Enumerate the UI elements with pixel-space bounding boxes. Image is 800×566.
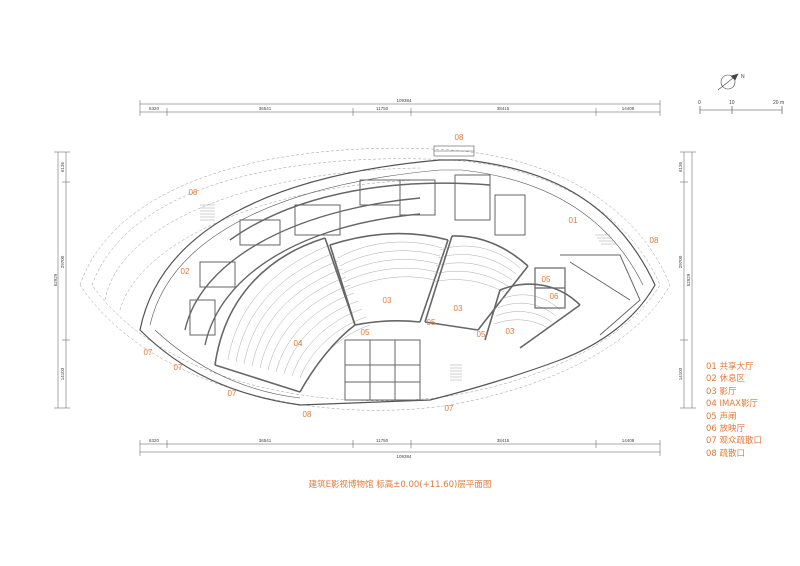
bottom-dimension-chain: [139, 440, 661, 456]
label-exit-3: 07: [228, 389, 237, 398]
scale-end: 20 m: [773, 100, 784, 106]
bottom-total-dimension: 109384: [396, 454, 412, 459]
label-lock-c: 05: [477, 330, 486, 339]
label-hall: 01: [569, 216, 578, 225]
label-lounge: 02: [181, 267, 190, 276]
stair-icon: [200, 204, 616, 381]
label-projection: 06: [550, 292, 559, 301]
imax-hall-seating: [227, 244, 371, 381]
scale-zero: 0: [698, 100, 701, 106]
cinema-b-seating: [431, 245, 521, 293]
right-dimension-2: 29700: [678, 255, 683, 268]
left-dimension-1: 6136: [60, 161, 65, 172]
bottom-dimension-3: 11750: [376, 438, 389, 443]
left-dimension-chain: [54, 151, 70, 409]
north-label: N: [741, 74, 745, 80]
label-exit-4: 07: [445, 404, 454, 413]
label-entrance-bottom: 08: [303, 410, 312, 419]
legend-item-08: 08 疏散口: [706, 448, 746, 459]
cinema-c-walls: [484, 283, 581, 349]
left-dimension-3: 14103: [60, 367, 65, 380]
legend-item-02: 02 休息区: [706, 374, 746, 385]
label-cinema-a: 03: [383, 296, 392, 305]
label-lock-a: 05: [361, 328, 370, 337]
scale-mid: 10: [729, 100, 735, 106]
top-dimension-2: 36541: [259, 106, 272, 111]
cinema-a-walls: [329, 232, 449, 326]
left-total-dimension: 52929: [53, 273, 58, 286]
right-dimension-1: 6136: [678, 161, 683, 172]
legend: 01 共享大厅 02 休息区 03 影厅 04 IMAX影厅 05 声闸 06 …: [706, 361, 762, 460]
label-cinema-b: 03: [454, 304, 463, 313]
north-arrow-icon: [717, 73, 739, 91]
top-dimension-3: 11750: [376, 106, 389, 111]
room-labels: 08 08 08 08 01 02 04 03 03 03 05 05 05 0…: [144, 133, 659, 419]
label-lock-d: 05: [542, 275, 551, 284]
legend-item-03: 03 影厅: [706, 386, 737, 397]
legend-item-06: 06 放映厅: [706, 424, 746, 435]
label-exit-2: 07: [174, 363, 183, 372]
label-entrance-top: 08: [455, 133, 464, 142]
right-dimension-chain: [680, 151, 696, 409]
cinema-a-seating: [337, 241, 443, 291]
top-dimension-5: 14408: [622, 106, 635, 111]
hall-block-walls: [560, 254, 641, 336]
legend-item-01: 01 共享大厅: [706, 362, 754, 372]
legend-item-07: 07 观众疏散口: [706, 436, 763, 447]
imax-hall-walls: [214, 237, 356, 393]
top-dimension-chain: [139, 100, 661, 116]
scale-bar: [699, 106, 783, 114]
canopy-outline: [79, 148, 671, 411]
bottom-dimension-2: 36541: [259, 438, 272, 443]
top-dimension-1: 6320: [149, 106, 160, 111]
service-core-walls: [344, 339, 421, 401]
bottom-dimension-1: 6320: [149, 438, 160, 443]
top-dimension-4: 38415: [497, 106, 510, 111]
label-lock-b: 05: [427, 318, 436, 327]
label-exit-1: 07: [144, 348, 153, 357]
projection-room-walls: [534, 267, 566, 309]
cinema-c-seating: [493, 294, 561, 329]
label-cinema-c: 03: [506, 327, 515, 336]
legend-item-04: 04 IMAX影厅: [706, 399, 758, 410]
left-dimension-2: 29700: [60, 255, 65, 268]
upper-service-rooms: [189, 174, 526, 336]
cinema-b-walls: [424, 235, 529, 331]
legend-item-05: 05 声闸: [706, 411, 737, 422]
bottom-dimension-4: 38415: [497, 438, 510, 443]
bottom-dimension-5: 14408: [622, 438, 635, 443]
label-imax: 04: [294, 339, 303, 348]
right-dimension-3: 14103: [678, 367, 683, 380]
label-entrance-left: 08: [189, 188, 198, 197]
building-exterior-walls: [139, 159, 656, 406]
drawing-caption: 建筑E影视博物馆 标高±0.00(+11.60)层平面图: [308, 480, 492, 490]
top-entrance-canopy: [433, 145, 475, 157]
right-total-dimension: 52929: [686, 273, 691, 286]
label-entrance-right: 08: [650, 236, 659, 245]
top-total-dimension: 109384: [396, 98, 412, 103]
